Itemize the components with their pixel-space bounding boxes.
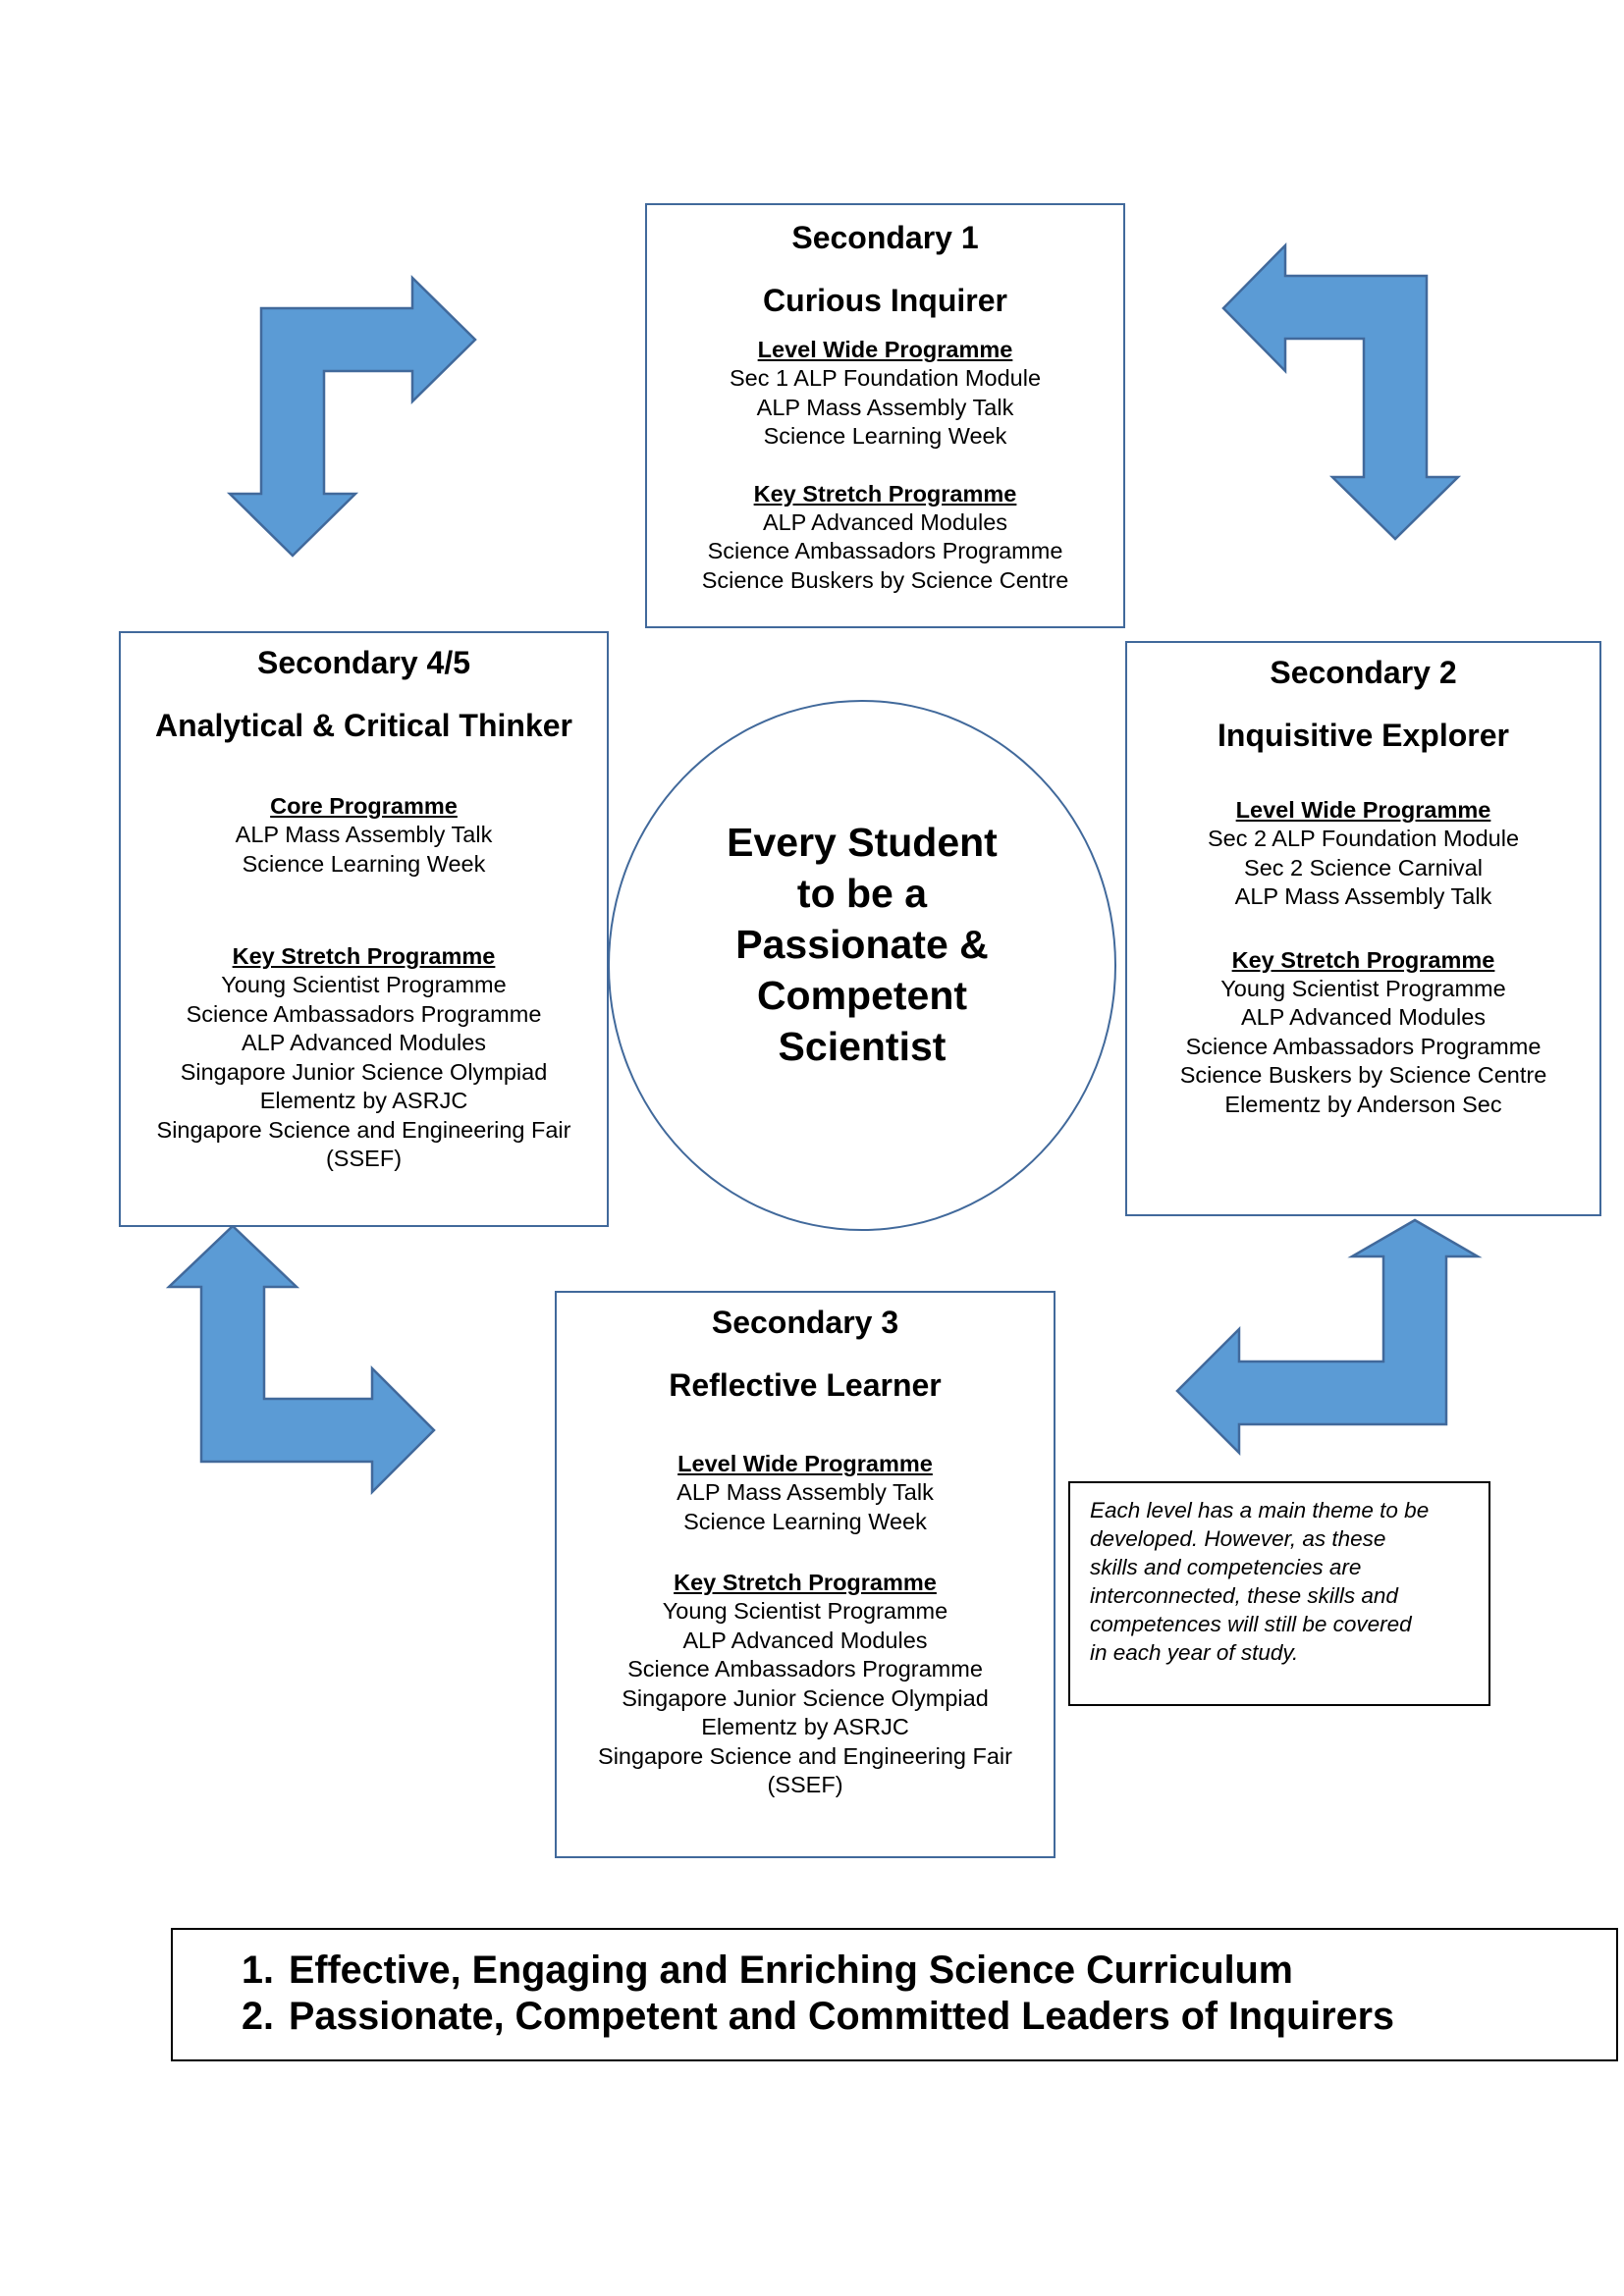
sec45-box: Secondary 4/5 Analytical & Critical Thin… [119, 631, 609, 1227]
list-item: ALP Mass Assembly Talk [1234, 883, 1492, 909]
sec3-group-heading: Key Stretch Programme [674, 1570, 937, 1595]
note-line: interconnected, these skills and [1090, 1583, 1398, 1608]
list-item: ALP Advanced Modules [762, 508, 1008, 535]
sec2-box: Secondary 2 Inquisitive Explorer Level W… [1125, 641, 1601, 1216]
list-item: Science Buskers by Science Centre [1179, 1062, 1547, 1088]
center-statement: Every Student to be a Passionate & Compe… [585, 817, 1139, 1072]
list-item: (SSEF) [325, 1146, 403, 1171]
arrow-sec2-to-sec3-icon [1175, 1218, 1483, 1457]
arrow-sec1-to-sec2-icon [1221, 241, 1462, 541]
list-item: ALP Advanced Modules [682, 1627, 928, 1653]
list-item: Science Ambassadors Programme [186, 1000, 542, 1027]
sec45-level-title: Secondary 4/5 [257, 645, 470, 680]
goal-number: 2. [242, 1995, 274, 2038]
sec3-key-stretch-list: Young Scientist Programme ALP Advanced M… [557, 1597, 1054, 1800]
sec1-level-wide-list: Sec 1 ALP Foundation Module ALP Mass Ass… [647, 364, 1123, 452]
list-item: ALP Advanced Modules [1240, 1004, 1487, 1030]
list-item: ALP Mass Assembly Talk [235, 822, 493, 847]
sec1-box: Secondary 1 Curious Inquirer Level Wide … [645, 203, 1125, 628]
center-line: to be a [796, 871, 928, 916]
center-line: Every Student [727, 820, 998, 865]
goals-box: 1. Effective, Engaging and Enriching Scie… [171, 1928, 1618, 2061]
note-line: competences will still be covered [1090, 1612, 1412, 1636]
list-item: ALP Advanced Modules [241, 1030, 487, 1055]
sec45-key-stretch-list: Young Scientist Programme Science Ambass… [121, 971, 607, 1174]
center-line: Scientist [778, 1024, 947, 1069]
sec2-key-stretch-list: Young Scientist Programme ALP Advanced M… [1127, 975, 1599, 1120]
list-item: Singapore Junior Science Olympiad [180, 1058, 548, 1085]
list-item: Sec 2 Science Carnival [1244, 854, 1483, 881]
goals-list: 1. Effective, Engaging and Enriching Scie… [242, 1948, 1616, 2040]
list-item: Science Learning Week [763, 423, 1007, 449]
list-item: Science Ambassadors Programme [627, 1656, 983, 1682]
list-item: ALP Mass Assembly Talk [756, 394, 1014, 420]
list-item: Science Ambassadors Programme [707, 538, 1063, 563]
list-item: Young Scientist Programme [221, 972, 507, 997]
list-item: Sec 1 ALP Foundation Module [729, 365, 1042, 391]
sec3-theme-title: Reflective Learner [669, 1367, 942, 1403]
goal-item: 2. Passionate, Competent and Committed Le… [242, 1994, 1616, 2040]
arrow-sec3-to-sec45-icon [165, 1224, 436, 1496]
goal-text: Passionate, Competent and Committed Lead… [289, 1995, 1394, 2038]
list-item: (SSEF) [767, 1772, 843, 1797]
sec45-group-heading: Core Programme [270, 793, 458, 819]
sec1-group-heading: Key Stretch Programme [753, 480, 1017, 507]
list-item: Science Learning Week [242, 850, 486, 877]
list-item: Singapore Junior Science Olympiad [622, 1684, 989, 1711]
list-item: Singapore Science and Engineering Fair [156, 1116, 571, 1143]
list-item: Elementz by Anderson Sec [1224, 1091, 1502, 1117]
sec1-level-title: Secondary 1 [791, 220, 979, 255]
sec3-box: Secondary 3 Reflective Learner Level Wid… [555, 1291, 1056, 1858]
sec45-group-heading: Key Stretch Programme [232, 943, 496, 969]
sec45-core-list: ALP Mass Assembly Talk Science Learning … [121, 821, 607, 879]
goal-text: Effective, Engaging and Enriching Scienc… [289, 1949, 1293, 1992]
note-line: Each level has a main theme to be [1090, 1498, 1430, 1522]
center-line: Competent [756, 973, 968, 1018]
list-item: ALP Mass Assembly Talk [677, 1479, 934, 1505]
sec3-level-wide-list: ALP Mass Assembly Talk Science Learning … [557, 1478, 1054, 1536]
arrow-sec45-to-sec1-icon [226, 275, 477, 558]
list-item: Elementz by ASRJC [259, 1088, 468, 1113]
center-line: Passionate & [735, 922, 989, 967]
sec1-group-heading: Level Wide Programme [757, 337, 1013, 362]
sec2-group-heading: Level Wide Programme [1235, 797, 1491, 823]
list-item: Science Buskers by Science Centre [701, 566, 1069, 593]
sec1-key-stretch-list: ALP Advanced Modules Science Ambassadors… [647, 508, 1123, 596]
list-item: Young Scientist Programme [662, 1598, 948, 1624]
list-item: Elementz by ASRJC [701, 1714, 909, 1739]
sec2-group-heading: Key Stretch Programme [1231, 946, 1495, 973]
list-item: Science Learning Week [683, 1508, 927, 1534]
sec3-level-title: Secondary 3 [711, 1305, 899, 1340]
note-line: developed. However, as these [1090, 1526, 1386, 1551]
goal-number: 1. [242, 1949, 274, 1992]
sec45-theme-title: Analytical & Critical Thinker [154, 708, 572, 743]
sec2-level-title: Secondary 2 [1270, 655, 1457, 690]
goal-item: 1. Effective, Engaging and Enriching Scie… [242, 1948, 1616, 1994]
note-box: Each level has a main theme to be develo… [1068, 1481, 1490, 1706]
list-item: Singapore Science and Engineering Fair [598, 1742, 1012, 1769]
note-line: skills and competencies are [1090, 1555, 1362, 1579]
sec3-group-heading: Level Wide Programme [677, 1451, 933, 1476]
sec2-level-wide-list: Sec 2 ALP Foundation Module Sec 2 Scienc… [1127, 825, 1599, 912]
list-item: Science Ambassadors Programme [1185, 1033, 1542, 1059]
sec1-theme-title: Curious Inquirer [763, 283, 1007, 318]
note-line: in each year of study. [1090, 1640, 1299, 1665]
sec2-theme-title: Inquisitive Explorer [1218, 718, 1509, 753]
center-circle [608, 700, 1116, 1231]
list-item: Young Scientist Programme [1220, 975, 1506, 1001]
list-item: Sec 2 ALP Foundation Module [1207, 826, 1520, 851]
